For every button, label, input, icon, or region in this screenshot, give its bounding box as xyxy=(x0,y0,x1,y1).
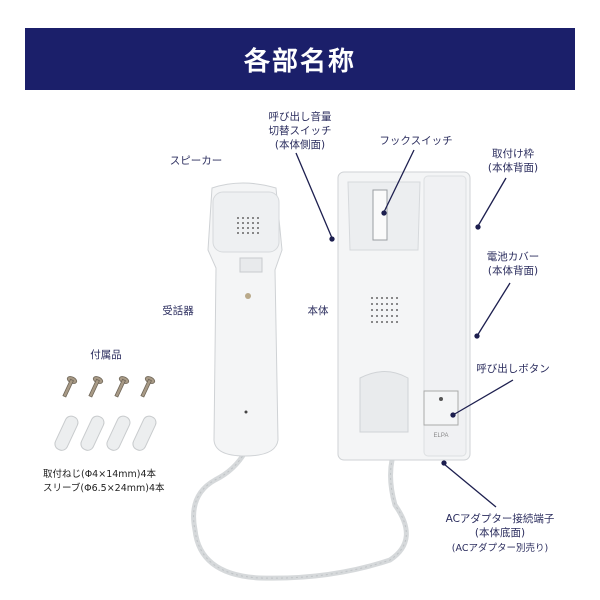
accessory-item: スリーブ(Φ6.5×24mm)4本 xyxy=(43,483,165,494)
label-battery-cover: 電池カバー (本体背面) xyxy=(486,251,540,277)
label-hook-switch: フックスイッチ xyxy=(379,135,453,147)
accessories-heading: 付属品 xyxy=(90,349,122,361)
handset xyxy=(207,182,283,457)
leader-lines xyxy=(295,149,514,508)
label-ac-terminal: ACアダプター接続端子 (本体底面) (ACアダプター別売り) xyxy=(445,513,555,554)
accessory-item: 取付ねじ(Φ4×14mm)4本 xyxy=(43,469,157,480)
label-speaker: スピーカー xyxy=(169,155,223,167)
brand-logo: ELPA xyxy=(434,433,449,439)
base-unit xyxy=(337,171,471,461)
screws xyxy=(62,376,156,398)
sleeves xyxy=(54,415,157,451)
label-handset: 受話器 xyxy=(162,305,194,317)
call-button-shape xyxy=(423,390,459,426)
speaker-grille xyxy=(237,217,259,234)
title-banner: 各部名称 xyxy=(25,28,575,90)
label-mount-frame: 取付け枠 (本体背面) xyxy=(487,148,539,174)
accessories-list: 取付ねじ(Φ4×14mm)4本 スリーブ(Φ6.5×24mm)4本 xyxy=(43,468,165,496)
label-call-button: 呼び出しボタン xyxy=(476,363,550,375)
label-body: 本体 xyxy=(307,305,329,317)
coiled-cord xyxy=(191,450,409,581)
base-speaker-grille xyxy=(371,297,398,323)
label-volume-switch: 呼び出し音量 切替スイッチ (本体側面) xyxy=(268,111,332,151)
